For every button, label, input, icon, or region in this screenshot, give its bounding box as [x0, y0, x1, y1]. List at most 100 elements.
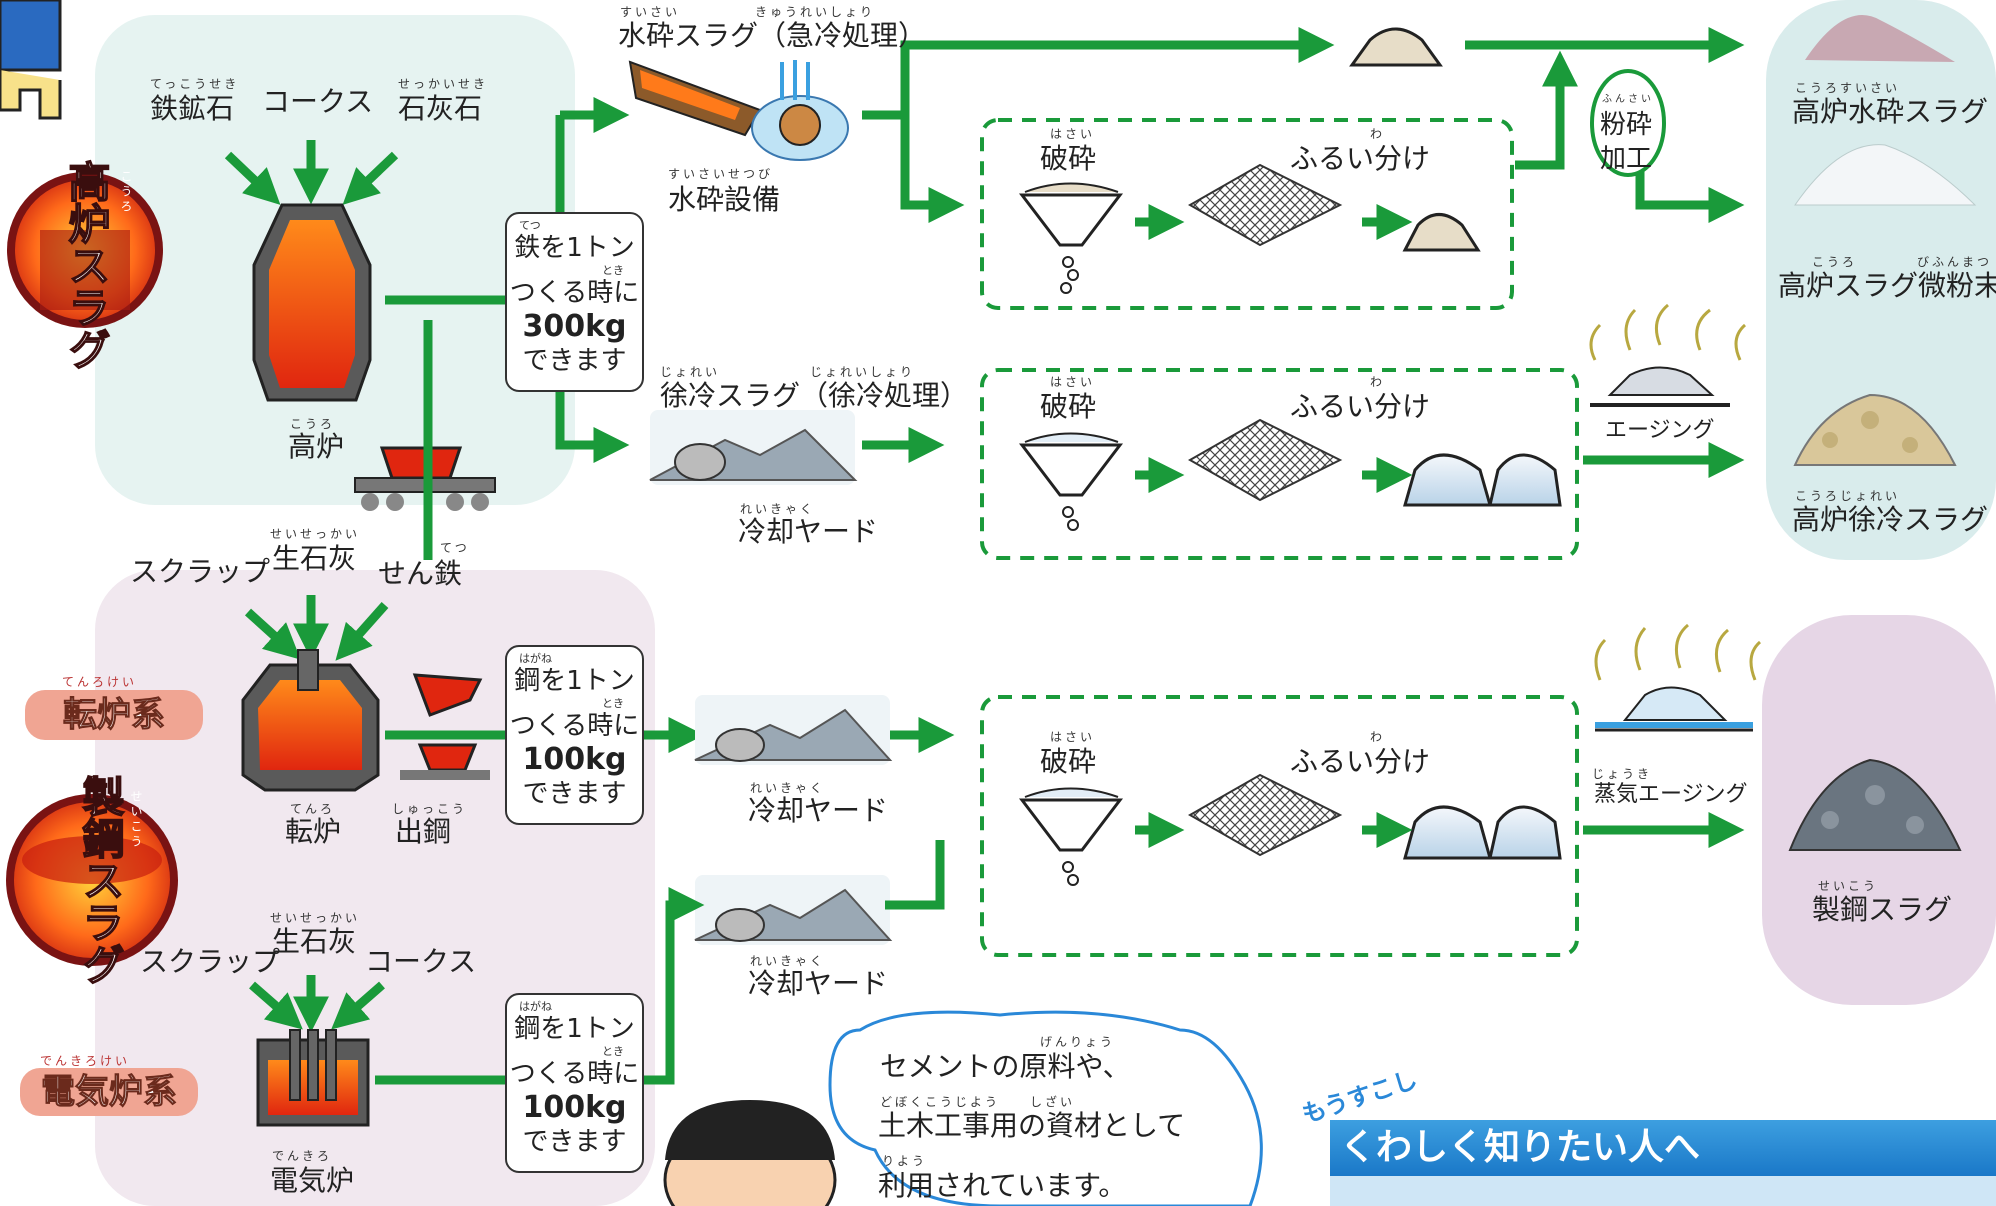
crusher-icon-3 [1018, 787, 1124, 886]
yield-line3: できます [522, 346, 627, 376]
steel-pile-icon [1403, 805, 1562, 860]
electric-system-pill: 電気炉系 [20, 1068, 198, 1116]
sieve-icon-2 [1187, 418, 1343, 502]
converter-input-arrows [244, 595, 389, 661]
pigiron-ruby: てつ [440, 541, 470, 555]
aging-label: エージング [1605, 418, 1715, 443]
granulation-facility-icon [628, 60, 849, 161]
iron-ore-label: 鉄鉱石 [150, 92, 235, 125]
steam-aging-label: 蒸気エージング [1594, 782, 1748, 807]
yard-label-1: 冷却ヤード [738, 515, 879, 548]
crush-label-1: 破砕 [1040, 142, 1097, 175]
conv-line3: できます [522, 779, 627, 809]
elec-ruby-mid: とき [602, 1045, 624, 1058]
slow-route-title: 徐冷スラグ（徐冷処理） [660, 379, 969, 412]
elec-line3: できます [522, 1127, 627, 1157]
elec-line2: つくる時に [509, 1059, 640, 1089]
crusher-icon-2 [1018, 432, 1124, 531]
blast-yield-box: てつ 鉄を1トン とき つくる時に 300kg できます [505, 212, 644, 392]
facility-label: 水砕設備 [668, 183, 781, 216]
product-slow-label: 高炉徐冷スラグ [1792, 503, 1989, 536]
product-granulated-label: 高炉水砕スラグ [1792, 95, 1989, 128]
yield-ruby-mid: とき [602, 264, 624, 277]
iron-ore-ruby: てっこうせき [150, 77, 240, 91]
elec-ruby-top: はがね [519, 1000, 552, 1013]
steel-slag-ruby: せいこう [129, 790, 143, 850]
yield-ruby-top: てつ [519, 219, 541, 232]
sieve-ruby-2: わ [1370, 375, 1386, 389]
child-character-icon [663, 1100, 837, 1206]
yield-amount: 300kg [522, 309, 627, 344]
electric-connectors [375, 840, 945, 1085]
electric-furnace-ruby: でんきろ [272, 1149, 333, 1163]
guide-character-icon [0, 0, 62, 120]
conv-ruby-mid: とき [602, 697, 624, 710]
scrap-label-2: スクラップ [140, 945, 281, 978]
limestone-label: 石灰石 [398, 92, 483, 125]
crush-ruby-2: はさい [1050, 375, 1096, 389]
steel-slag-title: 製鋼スラグ [75, 774, 126, 986]
quicklime-ruby-1: せいせっかい [270, 527, 361, 541]
steam-aging-icon [1594, 623, 1762, 732]
yard-ruby-1: れいきゃく [740, 502, 816, 516]
steel-process-box [980, 695, 1579, 957]
yard-label-3: 冷却ヤード [748, 967, 889, 1000]
converter-icon [241, 649, 380, 792]
blast-slag-ruby: こうろ [119, 170, 133, 215]
quicklime-ruby-2: せいせっかい [270, 911, 361, 925]
steel-slag-badge [6, 794, 178, 966]
blast-slag-title: 高炉スラグ [61, 159, 112, 371]
ladle-car-icon [354, 446, 496, 511]
coke-label: コークス [262, 85, 374, 118]
granulated-product-icon [1805, 15, 1955, 62]
tapping-label: 出鋼 [395, 815, 452, 848]
blast-slag-badge [7, 172, 163, 328]
aging-icon [1589, 303, 1747, 407]
crusher-icon-1 [1018, 182, 1124, 294]
sieve-label-2: ふるい分け [1290, 390, 1431, 423]
sieve-label-1: ふるい分け [1290, 142, 1431, 175]
tapping-ruby: しゅっこう [392, 802, 468, 816]
slow-route-arrows [862, 427, 1745, 493]
converter-ruby: てんろ [290, 802, 336, 816]
yard-ruby-3: れいきゃく [750, 954, 826, 968]
conv-amount: 100kg [522, 742, 627, 777]
elec-amount: 100kg [522, 1090, 627, 1125]
yard-ruby-2: れいきゃく [750, 781, 826, 795]
grind-label: 粉砕加工 [1600, 110, 1653, 174]
crush-ruby-1: はさい [1050, 127, 1096, 141]
crush-ruby-3: はさい [1050, 730, 1096, 744]
scrap-label-1: スクラップ [130, 555, 271, 588]
converter-yield-box: はがね 鋼を1トン とき つくる時に 100kg できます [505, 645, 644, 825]
electric-furnace-icon [256, 1029, 370, 1127]
product-steel-ruby: せいこう [1818, 879, 1879, 893]
converter-system-pill: 転炉系 [25, 690, 203, 740]
yield-line1: 鉄を1トン [514, 233, 635, 263]
converter-label: 転炉 [285, 815, 342, 848]
electric-input-arrows [249, 975, 385, 1033]
furnace-ruby: こうろ [290, 417, 336, 431]
sieve-icon-1 [1187, 163, 1343, 247]
blast-input-arrows [224, 140, 399, 205]
granulated-pile-icon [1349, 27, 1443, 67]
grind-ruby-top: ふんさい [1602, 94, 1654, 105]
crush-label-3: 破砕 [1040, 745, 1097, 778]
product-granulated-ruby: こうろすいさい [1795, 81, 1901, 95]
sieve-label-3: ふるい分け [1290, 745, 1431, 778]
cooling-yard-icon-3 [694, 875, 893, 945]
electric-system-ruby: でんきろけい [40, 1054, 131, 1068]
furnace-label: 高炉 [288, 430, 345, 463]
conv-line2: つくる時に [509, 711, 640, 741]
bubble-line-1: セメントの原料や、 [880, 1050, 1131, 1083]
electric-furnace-label: 電気炉 [270, 1164, 355, 1197]
electric-yield-box: はがね 鋼を1トン とき つくる時に 100kg できます [505, 993, 644, 1173]
slow-pile-icon [1403, 453, 1562, 507]
sieve-icon-3 [1187, 773, 1343, 857]
product-slow-ruby: こうろじょれい [1795, 489, 1901, 503]
grind-circle [1590, 69, 1666, 177]
pigiron-label: せん鉄 [378, 557, 463, 590]
product-powder-label: 高炉スラグ微粉末 [1778, 269, 1996, 302]
more-info-banner[interactable]: くわしく知りたい人へ [1330, 1120, 1996, 1176]
banner-base [1330, 1176, 1996, 1206]
water-route-ruby: すいさい きゅうれいしょり [620, 5, 876, 19]
